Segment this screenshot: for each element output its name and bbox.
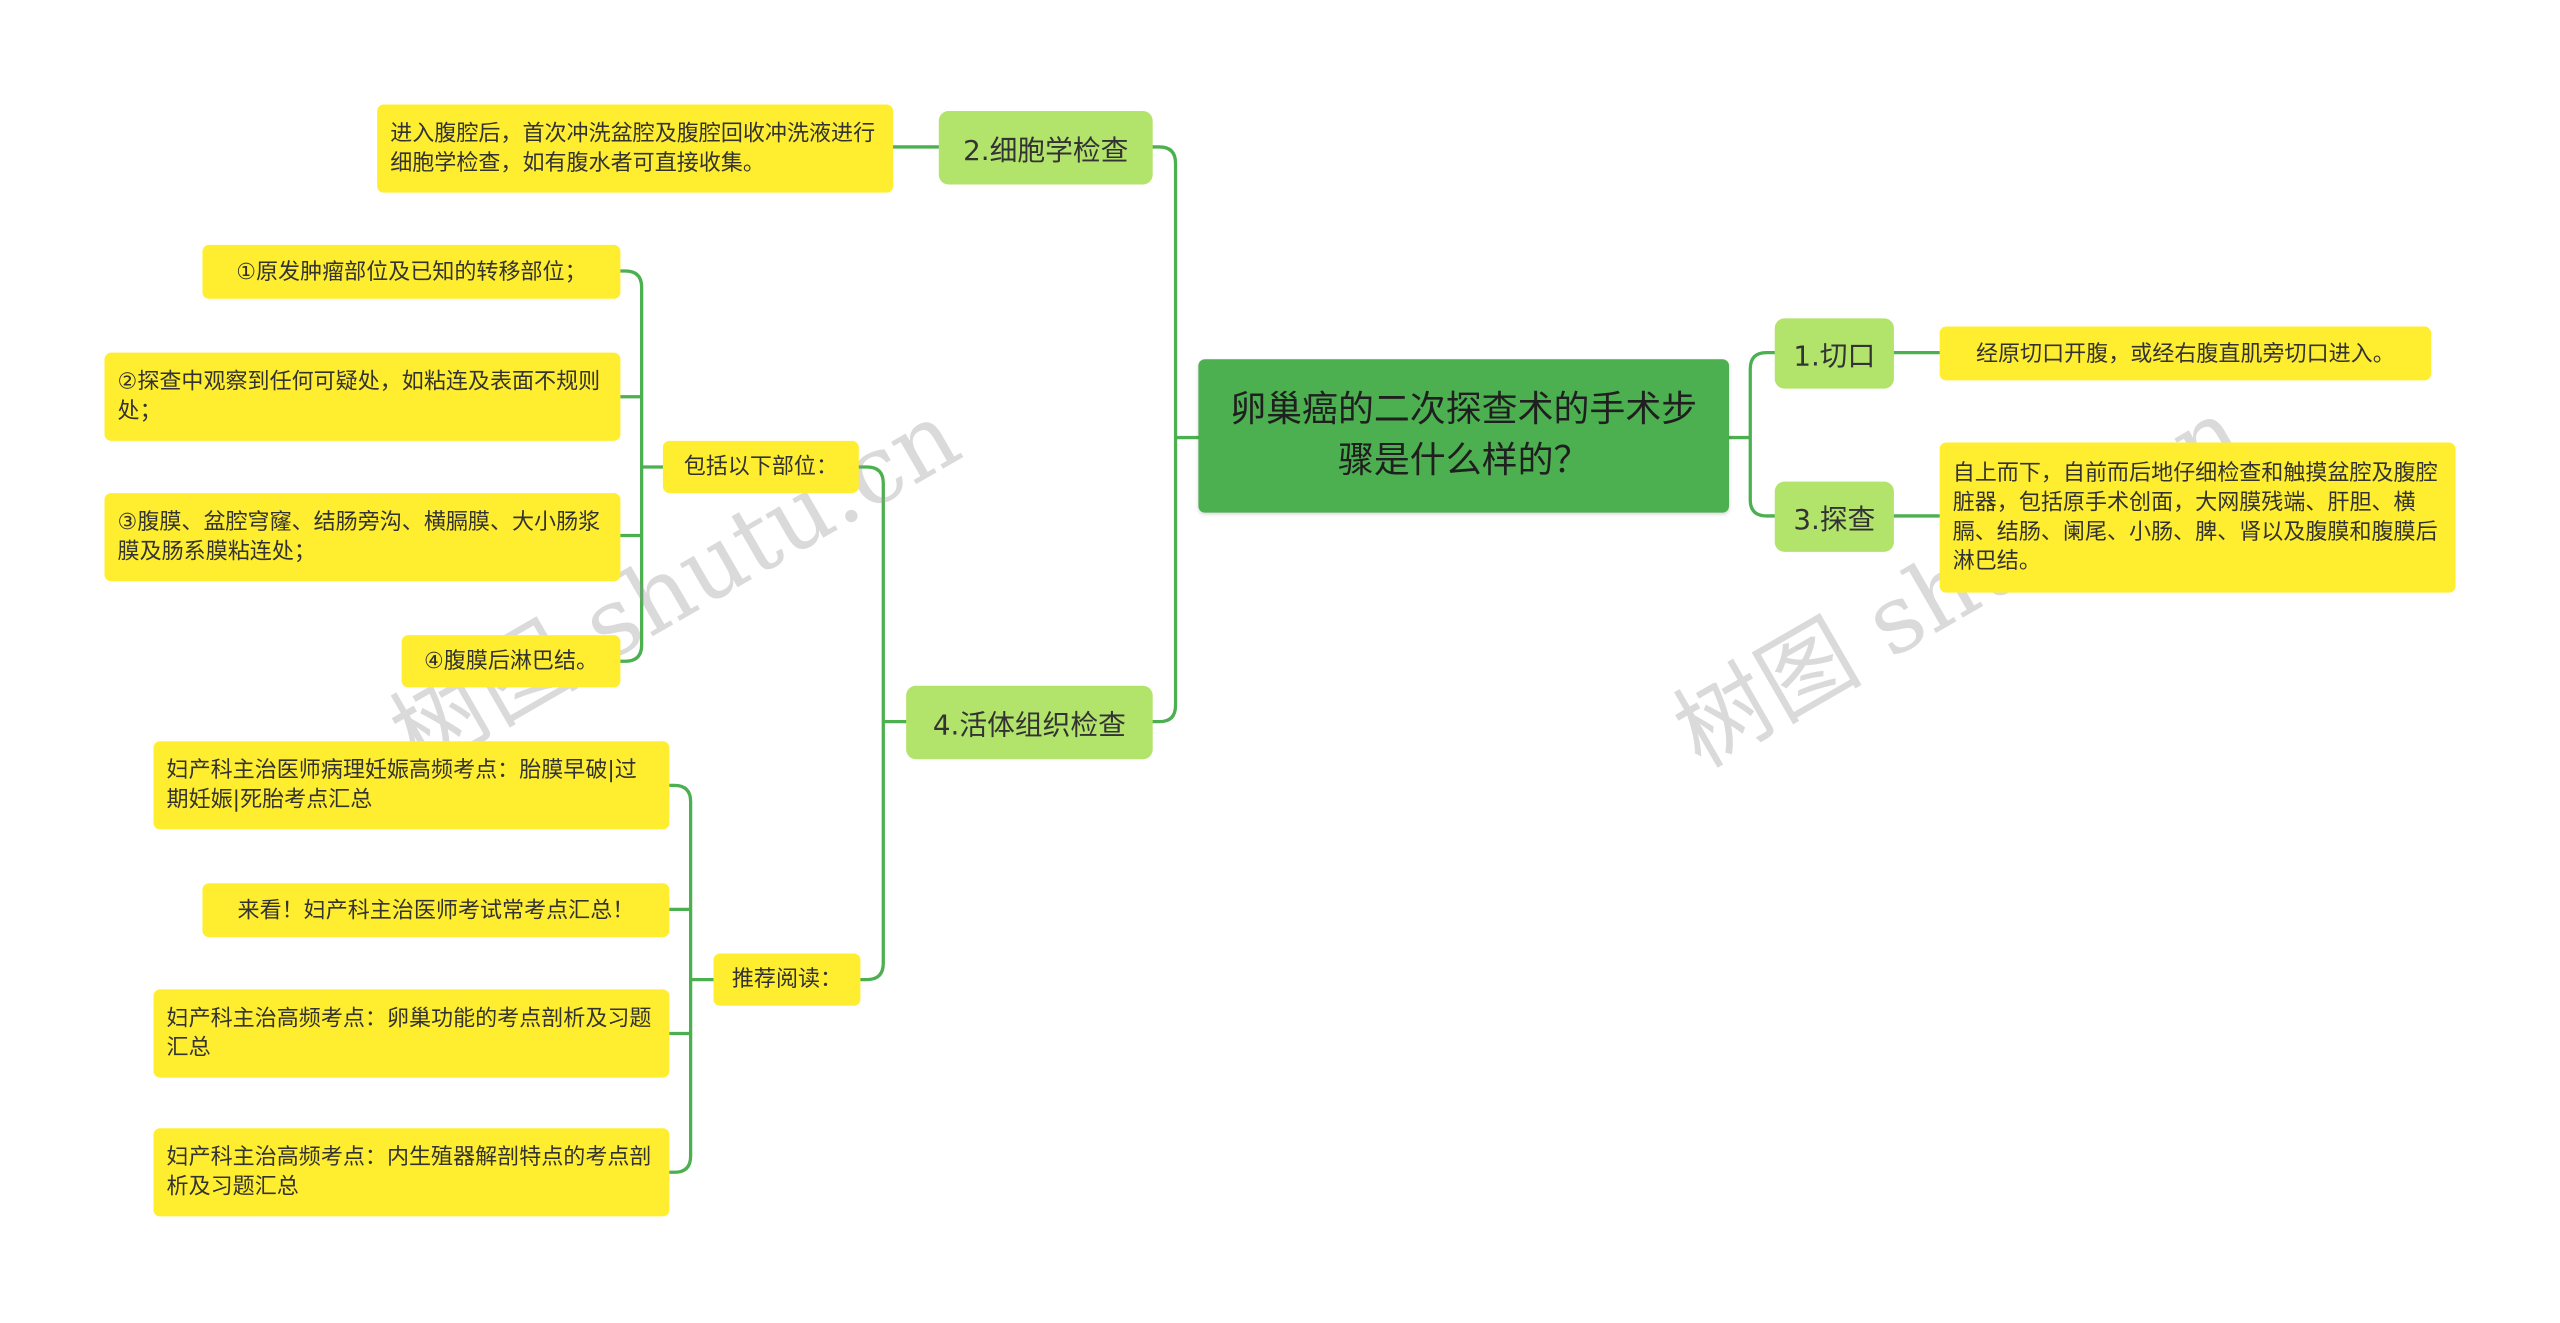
branch-exploration[interactable]: 3.探查 bbox=[1774, 481, 1894, 552]
branch-incision-label: 1.切口 bbox=[1793, 341, 1876, 374]
biopsy-site-item[interactable]: ②探查中观察到任何可疑处，如粘连及表面不规则处； bbox=[104, 352, 621, 441]
cytology-detail-text: 进入腹腔后，首次冲洗盆腔及腹腔回收冲洗液进行细胞学检查，如有腹水者可直接收集。 bbox=[390, 120, 876, 177]
recommended-reading-heading[interactable]: 推荐阅读： bbox=[713, 953, 861, 1006]
branch-biopsy[interactable]: 4.活体组织检查 bbox=[906, 685, 1153, 760]
biopsy-sites-heading[interactable]: 包括以下部位： bbox=[662, 440, 859, 494]
reading-link-text: 来看！妇产科主治医师考试常考点汇总！ bbox=[237, 897, 635, 924]
reading-link-text: 妇产科主治高频考点：卵巢功能的考点剖析及习题汇总 bbox=[166, 1005, 652, 1062]
biopsy-site-text: ③腹膜、盆腔穹窿、结肠旁沟、横膈膜、大小肠浆膜及肠系膜粘连处； bbox=[117, 509, 601, 565]
incision-detail-text: 经原切口开腹，或经右腹直肌旁切口进入。 bbox=[1975, 340, 2395, 367]
biopsy-site-item[interactable]: ④腹膜后淋巴结。 bbox=[401, 635, 621, 688]
branch-exploration-label: 3.探查 bbox=[1793, 504, 1876, 538]
reading-link-item[interactable]: 来看！妇产科主治医师考试常考点汇总！ bbox=[202, 883, 670, 938]
branch-incision[interactable]: 1.切口 bbox=[1774, 318, 1894, 389]
reading-link-item[interactable]: 妇产科主治医师病理妊娠高频考点：胎膜早破|过期妊娠|死胎考点汇总 bbox=[153, 741, 670, 830]
exploration-detail[interactable]: 自上而下，自前而后地仔细检查和触摸盆腔及腹腔脏器，包括原手术创面，大网膜残端、肝… bbox=[1939, 442, 2456, 593]
reading-link-text: 妇产科主治高频考点：内生殖器解剖特点的考点剖析及习题汇总 bbox=[166, 1144, 652, 1201]
incision-detail[interactable]: 经原切口开腹，或经右腹直肌旁切口进入。 bbox=[1939, 326, 2432, 381]
biopsy-site-text: ④腹膜后淋巴结。 bbox=[423, 648, 599, 675]
recommended-reading-heading-text: 推荐阅读： bbox=[731, 966, 843, 993]
branch-cytology-label: 2.细胞学检查 bbox=[963, 135, 1129, 169]
branch-cytology[interactable]: 2.细胞学检查 bbox=[938, 111, 1153, 185]
biopsy-site-item[interactable]: ③腹膜、盆腔穹窿、结肠旁沟、横膈膜、大小肠浆膜及肠系膜粘连处； bbox=[104, 493, 621, 582]
root-topic[interactable]: 卵巢癌的二次探查术的手术步骤是什么样的？ bbox=[1198, 359, 1730, 513]
reading-link-text: 妇产科主治医师病理妊娠高频考点：胎膜早破|过期妊娠|死胎考点汇总 bbox=[166, 757, 637, 814]
root-title: 卵巢癌的二次探查术的手术步骤是什么样的？ bbox=[1230, 390, 1698, 482]
biopsy-site-text: ②探查中观察到任何可疑处，如粘连及表面不规则处； bbox=[117, 368, 601, 425]
exploration-detail-text: 自上而下，自前而后地仔细检查和触摸盆腔及腹腔脏器，包括原手术创面，大网膜残端、肝… bbox=[1952, 460, 2438, 575]
biopsy-site-item[interactable]: ①原发肿瘤部位及已知的转移部位； bbox=[202, 244, 621, 299]
branch-biopsy-label: 4.活体组织检查 bbox=[932, 710, 1126, 743]
biopsy-sites-heading-text: 包括以下部位： bbox=[683, 453, 838, 481]
cytology-detail[interactable]: 进入腹腔后，首次冲洗盆腔及腹腔回收冲洗液进行细胞学检查，如有腹水者可直接收集。 bbox=[377, 104, 894, 193]
reading-link-item[interactable]: 妇产科主治高频考点：卵巢功能的考点剖析及习题汇总 bbox=[153, 989, 670, 1078]
reading-link-item[interactable]: 妇产科主治高频考点：内生殖器解剖特点的考点剖析及习题汇总 bbox=[153, 1128, 670, 1217]
biopsy-site-text: ①原发肿瘤部位及已知的转移部位； bbox=[236, 258, 587, 285]
